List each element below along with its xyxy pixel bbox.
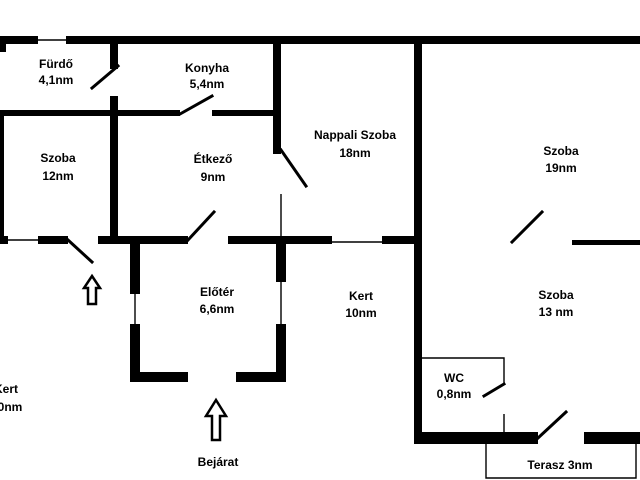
walls	[0, 36, 640, 444]
terasz-label: Terasz 3nm	[527, 458, 592, 472]
szoba-top-right-name: Szoba	[543, 144, 579, 158]
wall-konyha-bottom	[212, 110, 281, 116]
wall-furdo-bottom	[0, 110, 180, 116]
kert-center-name: Kert	[349, 289, 373, 303]
wall-top	[66, 36, 640, 44]
szoba-right-area: 13 nm	[539, 305, 574, 319]
terasz-box	[485, 444, 637, 479]
door-etkezo	[185, 209, 217, 243]
wall-row-f	[572, 240, 640, 245]
wall-row-e	[382, 236, 422, 244]
wall-top-left	[0, 36, 38, 44]
door-wc	[481, 381, 507, 399]
wc-box	[422, 357, 505, 384]
furdo-name: Fürdő	[39, 57, 73, 71]
wall-eloter-right-bottom	[276, 324, 286, 382]
kert-center-area: 10nm	[345, 306, 376, 320]
wall-row-c	[98, 236, 188, 244]
wall-bottom-right-a	[414, 432, 538, 444]
szoba-top-right-area: 19nm	[545, 161, 576, 175]
entrance-label: Bejárat	[198, 455, 239, 469]
eloter-area: 6,6nm	[200, 302, 235, 316]
door-terasz	[535, 409, 569, 441]
wall-row-a	[0, 236, 8, 244]
wall-row-b	[38, 236, 68, 244]
konyha-area: 5,4nm	[190, 77, 225, 91]
wall-konyha-nappali	[273, 44, 281, 154]
up-arrow-icon	[81, 273, 103, 306]
nappali-area: 18nm	[339, 146, 370, 160]
kert-left-name: Kert	[0, 382, 18, 396]
wall-szoba-etkezo	[110, 96, 118, 236]
wall-eloter-left-bottom	[130, 324, 140, 382]
wc-name: WC	[444, 371, 464, 385]
eloter-name: Előtér	[200, 285, 234, 299]
wall-furdo-konyha	[110, 44, 118, 69]
wall-eloter-left-top	[130, 236, 140, 294]
door-furdo	[89, 63, 121, 91]
nappali-name: Nappali Szoba	[314, 128, 396, 142]
room-labels: Fürdő 4,1nm Konyha 5,4nm Nappali Szoba 1…	[0, 57, 593, 472]
kert-left-area: 0nm	[0, 400, 22, 414]
szoba-right-name: Szoba	[538, 288, 574, 302]
entrance-arrow-icon	[203, 397, 229, 442]
door-nappali	[278, 147, 309, 189]
etkezo-area: 9nm	[201, 170, 226, 184]
szoba-left-name: Szoba	[40, 151, 76, 165]
wall-eloter-bottom-right	[236, 372, 286, 382]
door-szoba-right	[509, 209, 545, 245]
etkezo-name: Étkező	[194, 151, 233, 166]
door-szoba-left	[65, 237, 95, 265]
wc-area: 0,8nm	[437, 387, 472, 401]
szoba-left-area: 12nm	[42, 169, 73, 183]
doors	[65, 63, 569, 441]
wall-left-top	[0, 36, 6, 52]
wall-left-mid	[0, 116, 4, 244]
wall-eloter-bottom-left	[130, 372, 188, 382]
thin-walls	[8, 39, 637, 479]
konyha-name: Konyha	[185, 61, 229, 75]
wall-eloter-right-top	[276, 236, 286, 282]
door-konyha	[177, 93, 215, 117]
furdo-area: 4,1nm	[39, 73, 74, 87]
wall-bottom-right-b	[584, 432, 640, 444]
